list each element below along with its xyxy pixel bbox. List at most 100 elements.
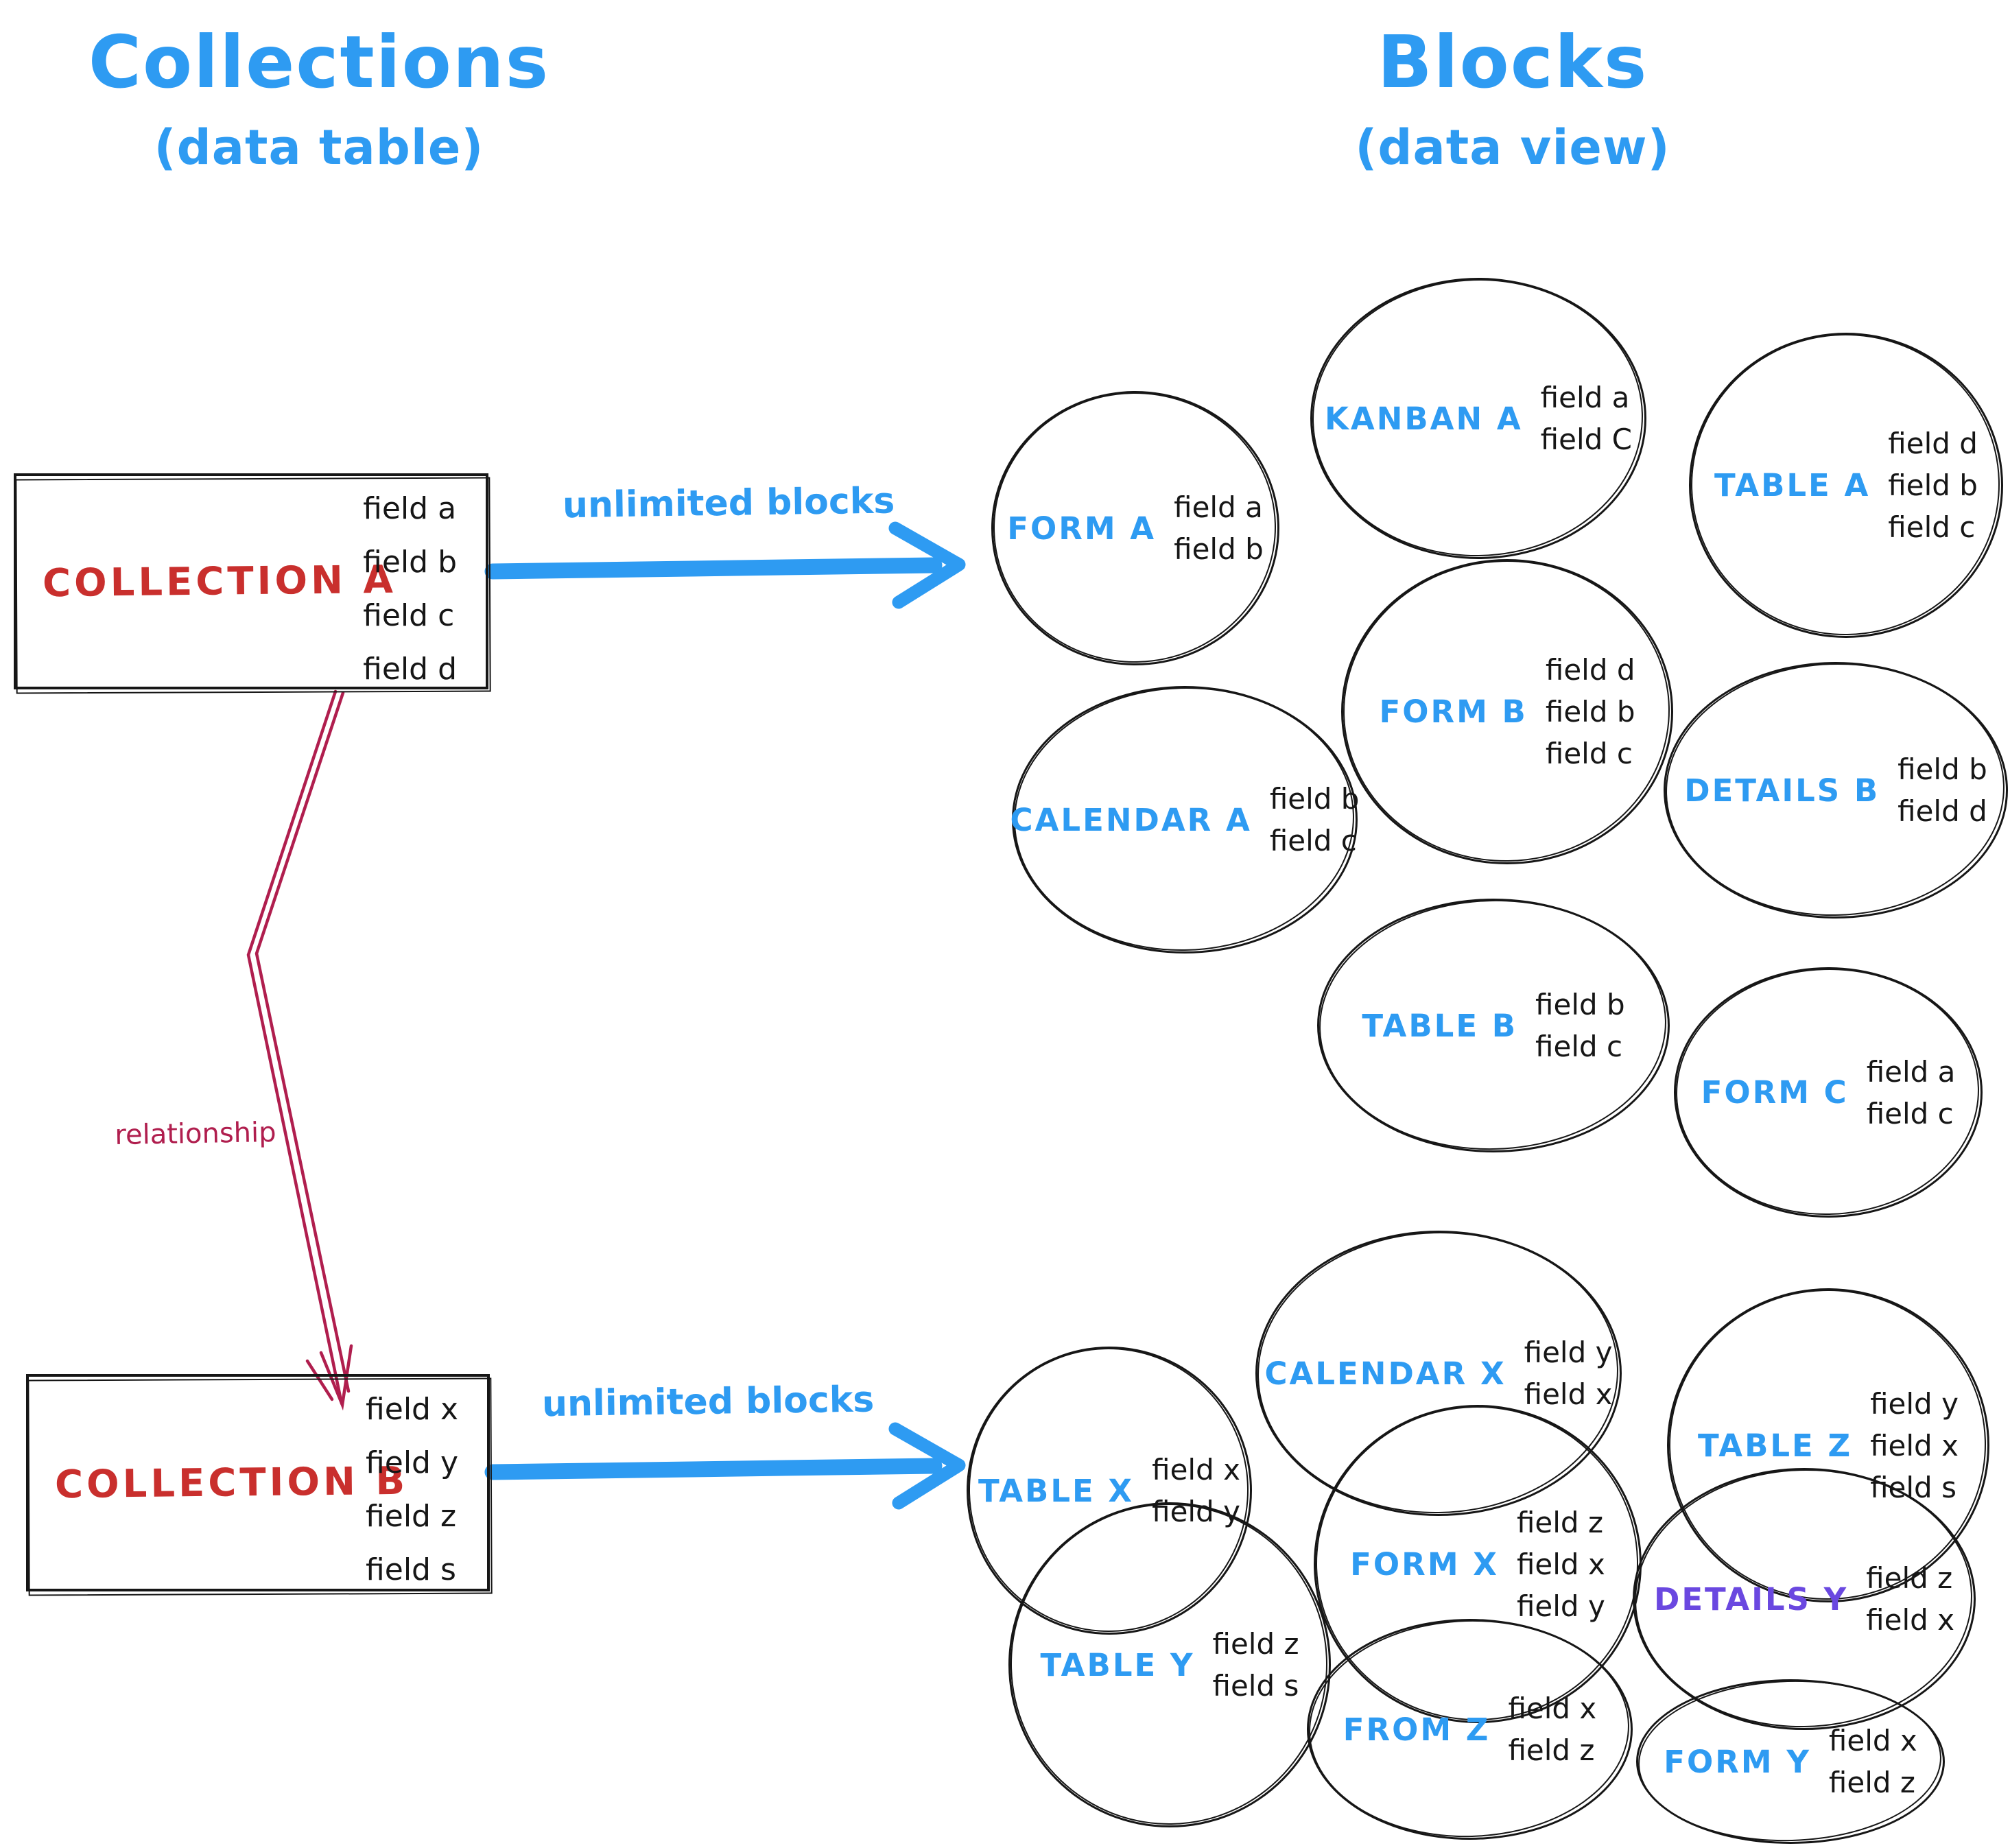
unlimited-blocks-arrow-top <box>484 521 966 609</box>
unlimited-blocks-arrow-bottom <box>484 1422 966 1510</box>
block-calendar-a: CALENDAR A field b field c <box>1010 686 1360 953</box>
block-field: field x <box>1870 1428 1959 1462</box>
block-label: TABLE A <box>1714 467 1871 504</box>
block-field: field d <box>1897 794 1987 828</box>
collections-title: Collections <box>88 21 550 104</box>
block-table-y: TABLE Y field z field s <box>1008 1502 1331 1827</box>
blocks-subtitle: (data view) <box>1355 119 1670 176</box>
block-field: field z <box>1212 1627 1299 1661</box>
block-table-a: TABLE A field d field b field c <box>1689 333 2003 638</box>
block-field: field c <box>1535 1030 1623 1063</box>
block-field: field a <box>1540 381 1630 414</box>
block-field: field c <box>1545 737 1633 770</box>
collection-field: field x <box>366 1392 458 1427</box>
blocks-title: Blocks <box>1377 21 1648 104</box>
block-table-x: TABLE X field x field y <box>967 1347 1252 1635</box>
block-field: field d <box>1888 427 1978 460</box>
block-field: field c <box>1866 1096 1954 1130</box>
collection-field: field b <box>363 545 457 580</box>
unlimited-blocks-label-top: unlimited blocks <box>562 480 895 527</box>
block-label: TABLE B <box>1362 1007 1518 1044</box>
block-field: field x <box>1508 1692 1597 1725</box>
block-form-a: FORM A field a field b <box>991 391 1279 665</box>
block-field: field y <box>1870 1386 1959 1421</box>
block-field: field y <box>1152 1495 1240 1528</box>
block-label: FORM C <box>1701 1074 1849 1111</box>
relationship-label: relationship <box>115 1116 276 1152</box>
block-field: field c <box>1269 824 1357 857</box>
block-label: FORM X <box>1350 1545 1499 1583</box>
block-label: DETAILS Y <box>1653 1580 1849 1618</box>
block-field: field x <box>1828 1724 1917 1757</box>
block-fields: field z field x <box>1866 1561 1954 1637</box>
block-field: field x <box>1524 1377 1613 1411</box>
block-field: field z <box>1828 1766 1915 1799</box>
block-fields: field a field c <box>1867 1055 1956 1130</box>
block-fields: field x field z <box>1829 1724 1917 1799</box>
block-field: field s <box>1870 1470 1956 1504</box>
block-field: field x <box>1152 1453 1240 1486</box>
collection-a-fields: field a field b field c field d <box>363 491 457 687</box>
block-field: field x <box>1516 1547 1605 1581</box>
block-fields: field b field c <box>1270 782 1360 857</box>
block-form-c: FORM C field a field c <box>1674 967 1983 1218</box>
block-field: field a <box>1866 1054 1956 1089</box>
collection-b-name: COLLECTION B <box>54 1458 409 1507</box>
block-field: field y <box>1524 1336 1613 1369</box>
block-label: FORM A <box>1007 510 1157 547</box>
collection-field: field d <box>363 652 457 687</box>
collection-field: field z <box>366 1499 457 1534</box>
block-fields: field z field s <box>1212 1627 1299 1703</box>
collection-a-name: COLLECTION A <box>42 557 397 606</box>
block-fields: field y field x field s <box>1870 1387 1959 1504</box>
block-fields: field x field z <box>1508 1692 1596 1767</box>
block-field: field b <box>1174 532 1264 566</box>
block-label: TABLE X <box>978 1472 1135 1509</box>
block-label: FORM B <box>1379 694 1528 730</box>
block-calendar-x: CALENDAR X field y field x <box>1255 1231 1622 1516</box>
block-field: field d <box>1545 653 1635 687</box>
block-fields: field y field x <box>1524 1336 1613 1411</box>
block-label: DETAILS B <box>1684 772 1880 809</box>
block-label: FORM Y <box>1664 1743 1811 1780</box>
block-field: field z <box>1508 1733 1595 1767</box>
collection-field: field y <box>366 1445 458 1480</box>
block-fields: field a field C <box>1541 381 1632 456</box>
block-fields: field b field c <box>1535 988 1625 1063</box>
collection-field: field s <box>366 1552 456 1587</box>
block-field: field b <box>1545 695 1635 728</box>
block-fields: field b field d <box>1897 753 1987 828</box>
collection-field: field a <box>363 491 457 526</box>
block-form-b: FORM B field d field b field c <box>1341 559 1673 864</box>
block-from-z: FROM Z field x field z <box>1307 1619 1633 1840</box>
block-field: field c <box>1888 510 1976 544</box>
block-field: field b <box>1269 782 1360 816</box>
unlimited-blocks-label-bottom: unlimited blocks <box>541 1379 875 1425</box>
block-label: TABLE Z <box>1698 1427 1853 1464</box>
block-label: TABLE Y <box>1040 1646 1195 1683</box>
block-fields: field x field y <box>1152 1453 1240 1528</box>
block-field: field a <box>1174 490 1263 524</box>
collections-subtitle: (data table) <box>154 119 484 176</box>
block-details-b: DETAILS B field b field d <box>1664 662 2008 919</box>
block-fields: field z field x field y <box>1517 1506 1605 1623</box>
block-field: field y <box>1516 1589 1605 1623</box>
block-field: field b <box>1535 988 1625 1021</box>
block-table-b: TABLE B field b field c <box>1317 899 1670 1152</box>
collection-b-box: COLLECTION B field x field y field z fie… <box>26 1374 490 1591</box>
block-field: field b <box>1888 469 1978 502</box>
block-field: field z <box>1516 1505 1603 1539</box>
block-fields: field d field b field c <box>1888 427 1978 544</box>
block-label: CALENDAR A <box>1010 801 1252 838</box>
block-label: KANBAN A <box>1325 400 1523 437</box>
block-field: field C <box>1540 423 1632 456</box>
block-fields: field a field b <box>1174 490 1264 566</box>
block-form-x: FORM X field z field x field y <box>1314 1405 1642 1723</box>
collection-b-fields: field x field y field z field s <box>366 1392 458 1587</box>
collections-title-group: Collections (data table) <box>41 21 597 176</box>
block-field: field x <box>1866 1603 1955 1637</box>
block-fields: field d field b field c <box>1546 653 1635 770</box>
block-kanban-a: KANBAN A field a field C <box>1310 278 1646 559</box>
